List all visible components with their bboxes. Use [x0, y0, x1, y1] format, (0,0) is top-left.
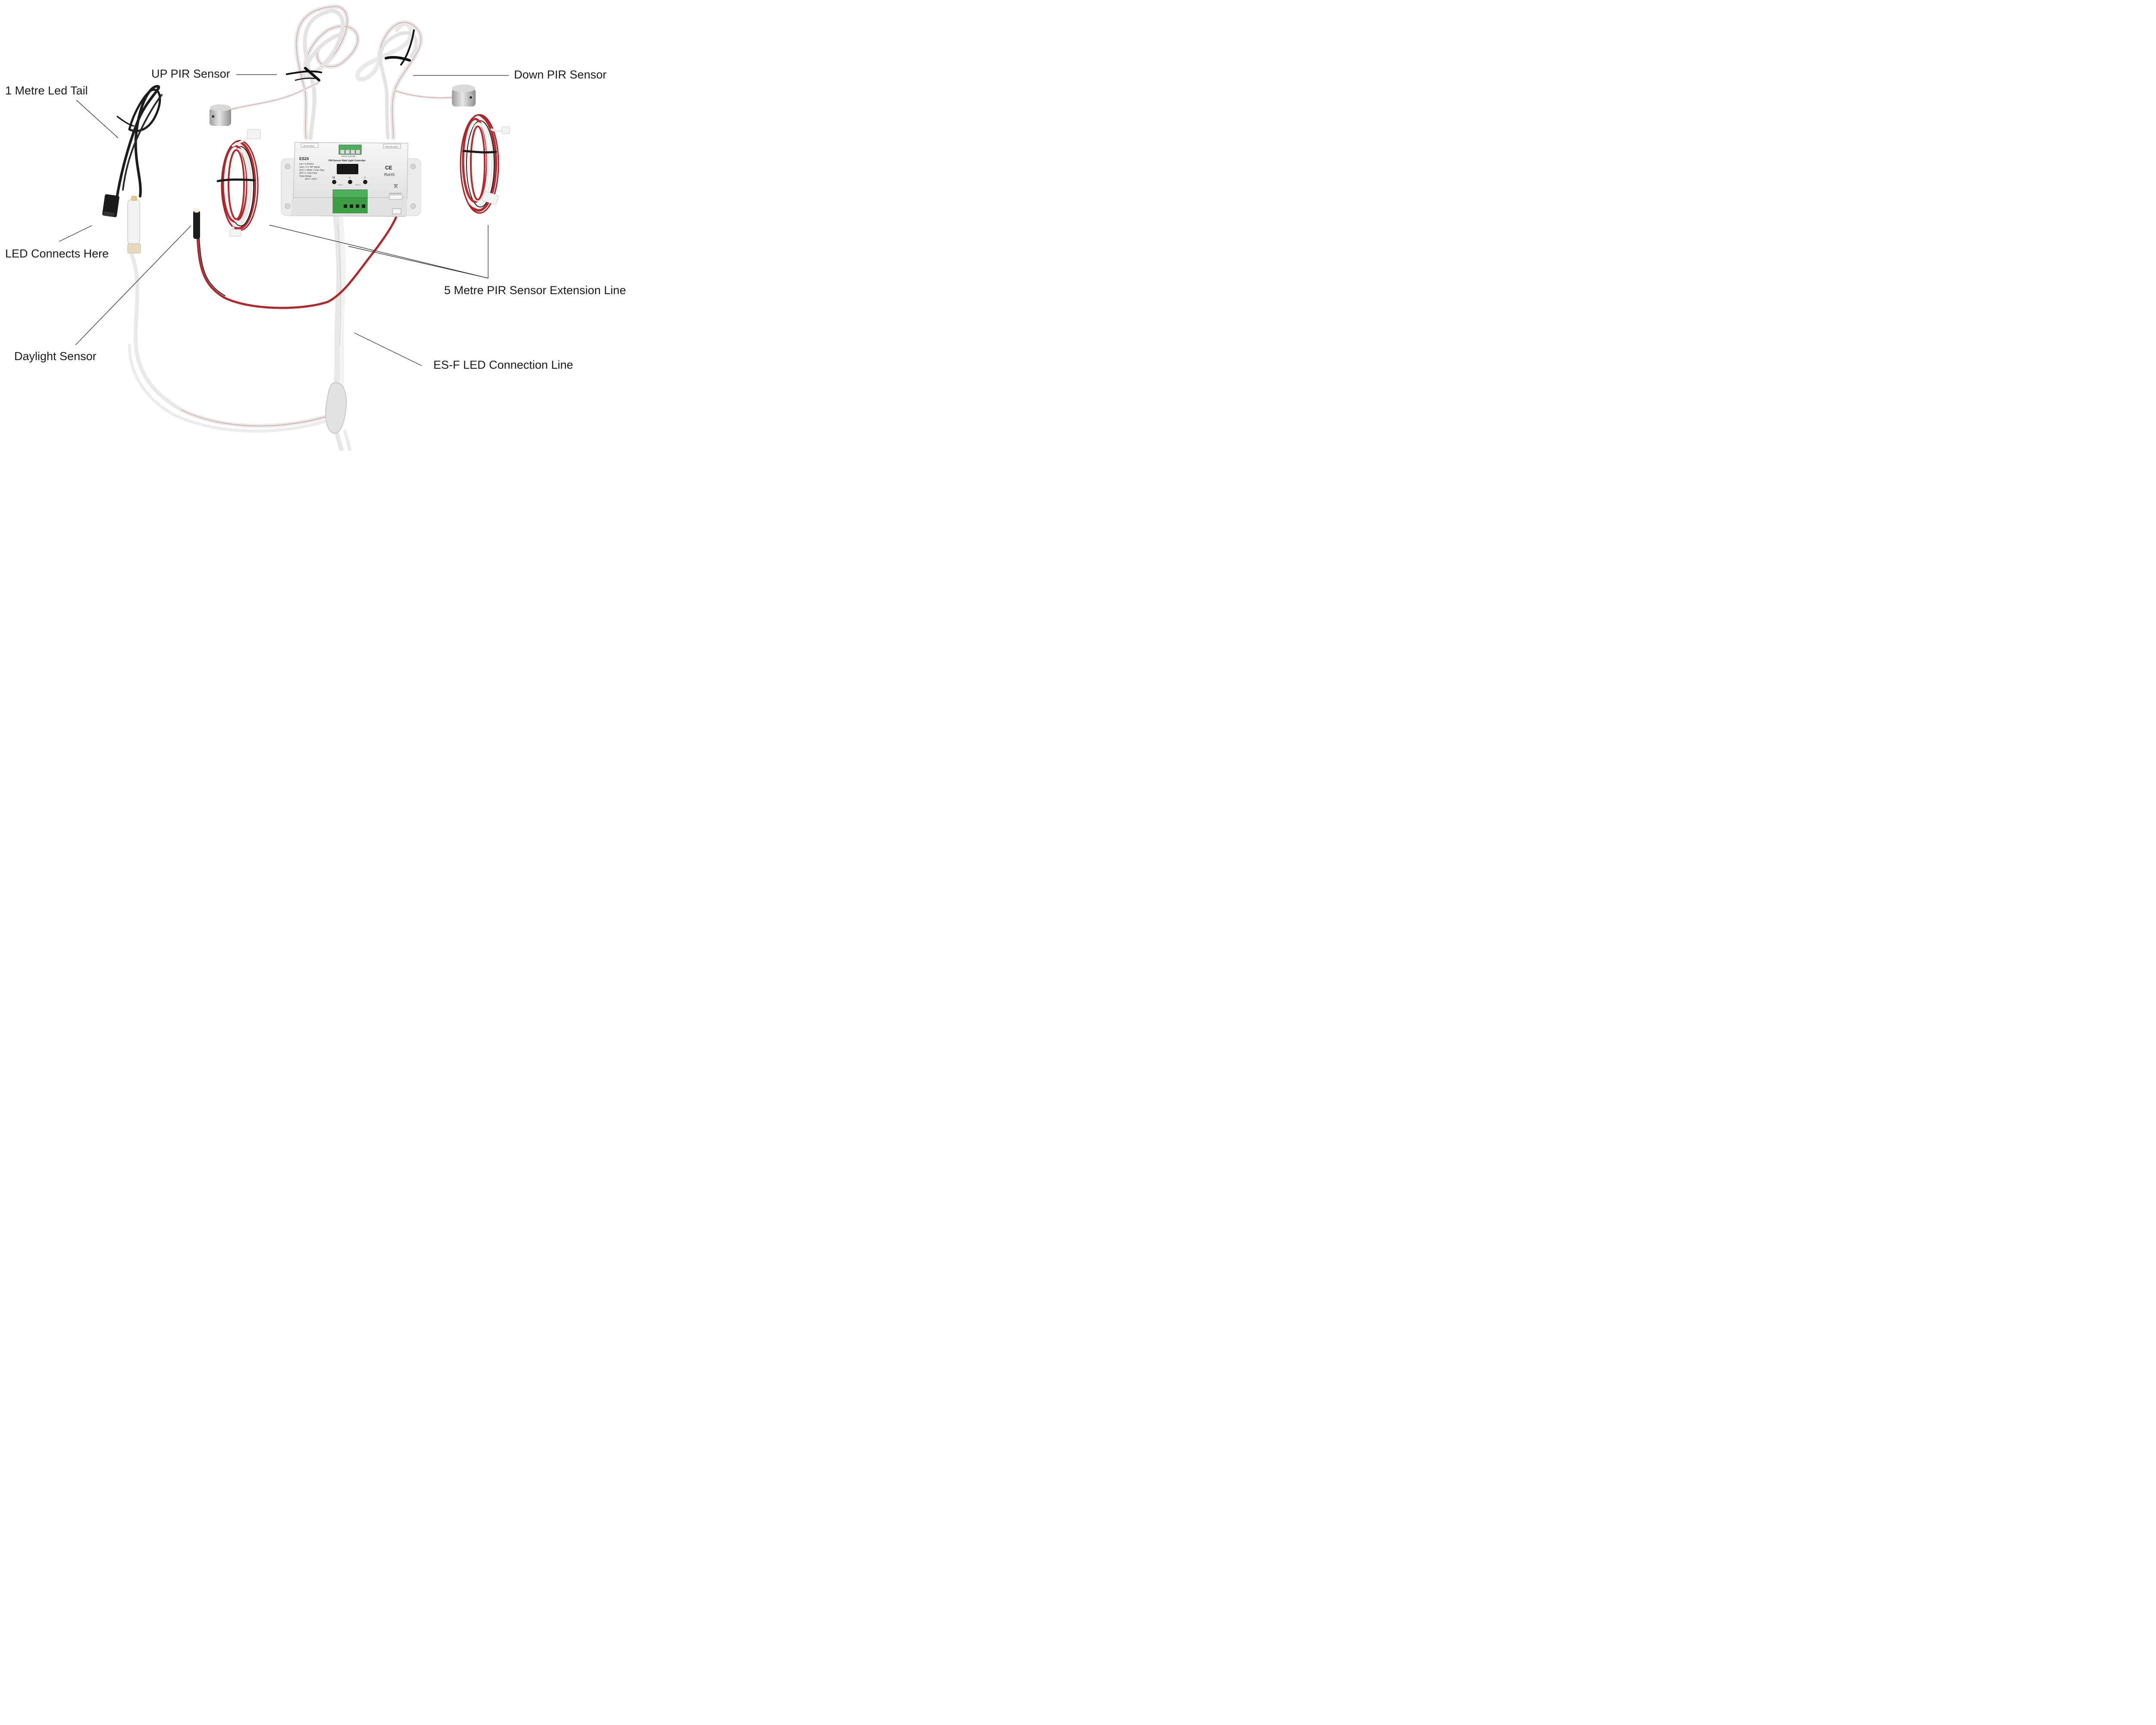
up-pir-input-label: UP PIR INPUT [303, 145, 315, 147]
daylight-input-label: LIG SET INPUT [389, 192, 402, 194]
input-voltage-label: INPUT 5-24VDC [342, 155, 356, 157]
rohs-mark: RoHS [384, 172, 395, 177]
label-daylight-sensor: Daylight Sensor [14, 350, 97, 363]
next-button-label: > [364, 176, 366, 179]
down-pir-cable [355, 20, 458, 140]
ce-mark: CE [385, 165, 392, 171]
down-pir-input-label: DOW PIR INPUT [385, 146, 398, 148]
out1-label: OUT 1 [338, 184, 343, 186]
es-f-connection-line [128, 208, 352, 451]
controller-title: PIR Sensor Stair Light Controller [329, 160, 366, 162]
label-up-pir-sensor: UP PIR Sensor [151, 67, 230, 80]
leader-extension-down [348, 246, 489, 279]
down-pir-sensor-puck [452, 85, 476, 107]
cable-junction-sleeve [325, 382, 347, 434]
extension-coil-right [460, 114, 506, 214]
controller-spec-2: Uout = 2 x SPI Signal [299, 166, 320, 169]
leader-connection [354, 332, 422, 366]
leader-led-tail [76, 100, 119, 138]
led-tail-cable [115, 85, 163, 202]
diagram-canvas: ES24 PIR Sensor Stair Light Controller U… [0, 0, 666, 451]
extension-coil-right-connectors [482, 126, 510, 205]
label-down-pir-sensor: Down PIR Sensor [514, 68, 607, 81]
controller-model: ES24 [299, 157, 309, 161]
up-pir-cable [216, 4, 360, 140]
leader-daylight [75, 225, 191, 345]
label-led-connects-here: LED Connects Here [5, 247, 109, 260]
leader-extension [269, 225, 489, 279]
extension-coil-left [216, 133, 259, 234]
controller-es24 [281, 142, 421, 217]
label-connection-line: ES-F LED Connection Line [433, 358, 573, 371]
prev-button-label: < [349, 176, 351, 179]
inline-connector [127, 196, 141, 254]
up-pir-sensor-puck [210, 104, 231, 126]
out2-label: OUT 2 [355, 184, 360, 186]
controller-spec-6: -30°C~+55°C [304, 178, 317, 181]
leader-lines [59, 74, 509, 366]
product-illustration: ES24 PIR Sensor Stair Light Controller U… [59, 4, 510, 451]
controller-spec-5: Temp Range [299, 175, 312, 178]
leader-led-connects [59, 225, 92, 242]
controller-spec-1: Uin = 5-24VDC [299, 163, 314, 166]
daylight-sensor-tip [193, 208, 200, 239]
daylight-sensor-wire [196, 212, 399, 309]
label-led-tail: 1 Metre Led Tail [5, 84, 88, 97]
mode-button-label: M [332, 176, 335, 179]
controller-spec-3: OUT 1: White / Color Step [299, 169, 324, 172]
controller-spec-4: OUT 2: Color Flow [299, 172, 317, 175]
extension-coil-left-connectors [229, 129, 261, 237]
led-connector [102, 194, 119, 217]
label-extension-line: 5 Metre PIR Sensor Extension Line [444, 284, 626, 297]
